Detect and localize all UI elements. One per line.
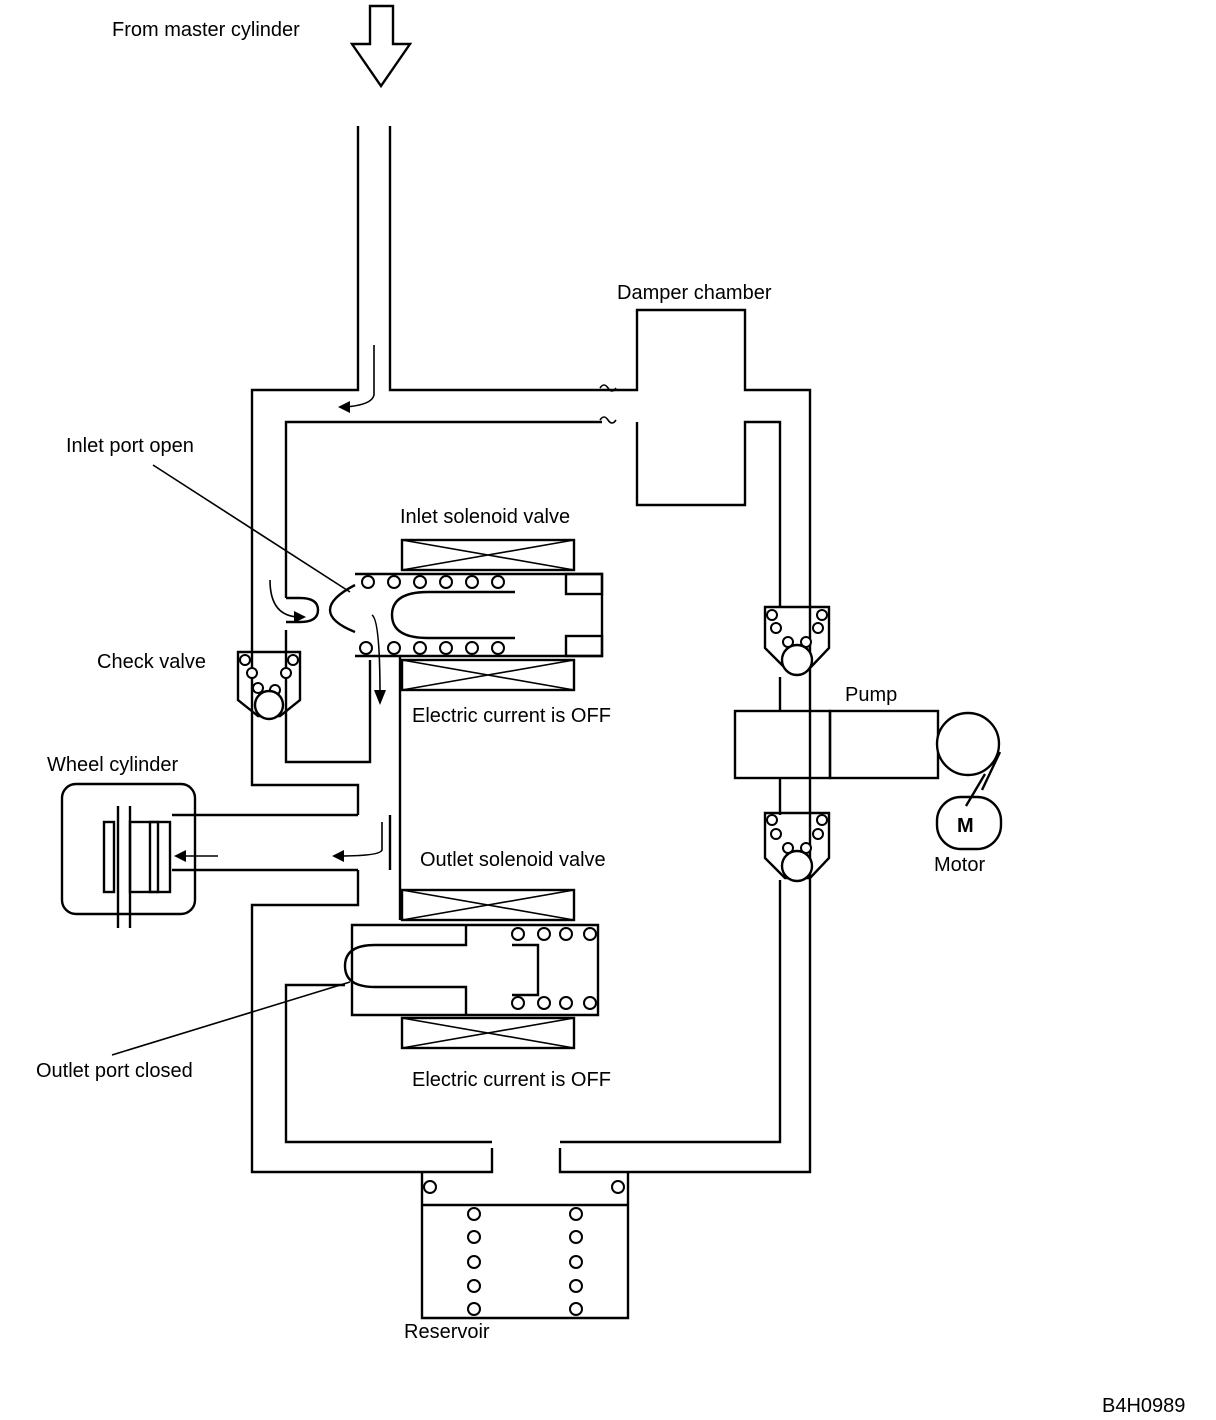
wheel-cylinder [60,782,197,928]
pump-label: Pump [845,684,897,706]
down-arrow-icon [349,4,413,89]
figure-code: B4H0989 [1102,1395,1185,1417]
outlet-solenoid-valve [343,888,600,1050]
outlet-port-closed-label: Outlet port closed [36,1060,193,1082]
check-valve [236,650,302,721]
motor-symbol: M [957,815,974,837]
reservoir [420,1172,630,1320]
motor-icon [935,711,1003,851]
hydraulic-circuit [172,126,812,1174]
from-master-cylinder-label: From master cylinder [112,19,300,41]
inlet-port-open-label: Inlet port open [66,435,194,457]
inlet-solenoid-valve-label: Inlet solenoid valve [400,506,570,528]
flow-arrows [174,345,386,862]
wheel-cylinder-label: Wheel cylinder [47,754,179,776]
motor-label: Motor [934,854,985,876]
damper-chamber-label: Damper chamber [617,282,772,304]
outlet-solenoid-valve-label: Outlet solenoid valve [420,849,606,871]
leader-lines [111,464,351,1056]
inlet-solenoid-valve [286,538,604,692]
reservoir-label: Reservoir [404,1321,490,1343]
pump [733,605,940,883]
check-valve-label: Check valve [97,651,206,673]
inlet-current-status-label: Electric current is OFF [412,705,611,727]
outlet-current-status-label: Electric current is OFF [412,1069,611,1091]
